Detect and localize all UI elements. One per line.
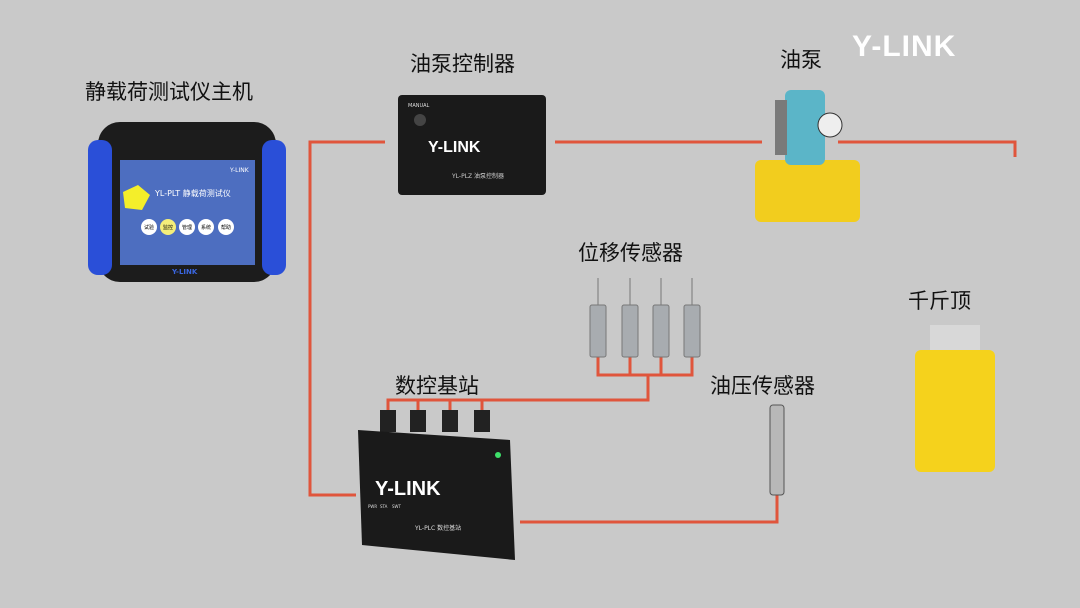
- svg-text:试验: 试验: [144, 224, 154, 231]
- svg-text:帮助: 帮助: [221, 224, 231, 231]
- svg-text:系统: 系统: [201, 224, 211, 231]
- wire-host-controller: [308, 140, 385, 497]
- wire-pump-jack: [838, 140, 1017, 157]
- pump-controller-device: MANUAL Y-LINK YL-PLZ 油泵控制器: [398, 95, 546, 195]
- host-screen-title: YL-PLT 静载荷测试仪: [154, 188, 231, 198]
- base-station-device: Y-LINK PWR STA SWT YL-PLC 数控基站: [358, 410, 515, 560]
- displacement-sensors: [589, 278, 701, 358]
- wire-pressure-base: [520, 495, 779, 524]
- svg-text:PWR: PWR: [368, 504, 377, 509]
- label-pump-controller: 油泵控制器: [410, 52, 515, 76]
- svg-text:Y-LINK: Y-LINK: [171, 268, 198, 276]
- wires: [308, 140, 1017, 524]
- svg-text:Y-LINK: Y-LINK: [375, 478, 441, 500]
- pump-device: [755, 90, 860, 222]
- svg-text:Y-LINK: Y-LINK: [428, 139, 481, 156]
- jack-device: [915, 325, 995, 472]
- svg-text:MANUAL: MANUAL: [408, 103, 430, 109]
- svg-text:STA: STA: [380, 504, 388, 509]
- label-jack: 千斤顶: [908, 289, 971, 313]
- label-base-station: 数控基站: [395, 374, 479, 398]
- wire-sensors-base: [386, 375, 650, 412]
- label-host: 静载荷测试仪主机: [85, 80, 253, 104]
- svg-text:SWT: SWT: [392, 504, 401, 509]
- host-menu: 试验 监控 管理 系统 帮助: [141, 219, 234, 235]
- brand-logo: Y-LINK: [852, 30, 957, 63]
- pressure-sensor-device: [769, 404, 785, 496]
- svg-text:YL-PLC 数控基站: YL-PLC 数控基站: [414, 524, 461, 532]
- label-displacement-sensor: 位移传感器: [578, 241, 683, 265]
- label-pressure-sensor: 油压传感器: [710, 374, 815, 398]
- wire-displacement-sensors: [596, 355, 694, 377]
- svg-text:YL-PLZ 油泵控制器: YL-PLZ 油泵控制器: [451, 172, 504, 180]
- svg-text:监控: 监控: [163, 224, 173, 231]
- svg-text:管理: 管理: [182, 224, 192, 231]
- label-pump: 油泵: [780, 48, 822, 72]
- host-device: YL-PLT 静载荷测试仪 Y-LINK 试验 监控 管理 系统 帮助 Y-LI…: [88, 122, 286, 282]
- svg-text:Y-LINK: Y-LINK: [229, 167, 250, 174]
